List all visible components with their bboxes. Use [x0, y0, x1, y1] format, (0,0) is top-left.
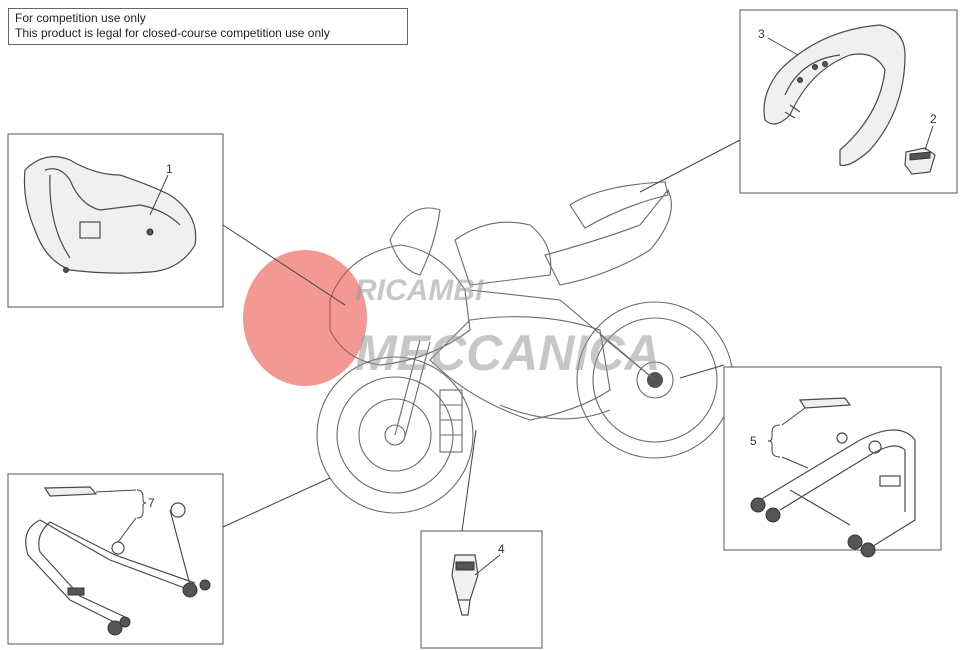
callout-1: 1: [166, 162, 173, 176]
callout-5: 5: [750, 434, 757, 448]
watermark-disc: [243, 250, 367, 386]
callout-3: 3: [758, 27, 765, 41]
notice-line-1: For competition use only: [15, 11, 146, 25]
part-2-3-panel: 3 2: [739, 9, 958, 194]
leader-part-5: [679, 364, 725, 379]
callout-2: 2: [930, 112, 937, 126]
part-5-panel: 5: [723, 366, 942, 558]
callout-4: 4: [498, 542, 505, 556]
watermark-line-2: MECCANICA: [355, 325, 661, 381]
part-7-panel: 7: [7, 473, 224, 645]
leader-part-1: [222, 224, 346, 306]
leader-part-4: [461, 429, 477, 532]
motorcycle-illustration: [316, 181, 734, 514]
competition-notice: For competition use only This product is…: [8, 8, 408, 45]
notice-line-2: This product is legal for closed-course …: [15, 26, 330, 40]
part-4-panel: 4: [420, 530, 543, 649]
leader-part-3: [639, 139, 741, 193]
watermark-logo: RICAMBI MECCANICA: [243, 250, 661, 386]
callout-7: 7: [148, 496, 155, 510]
watermark-line-1: RICAMBI: [355, 274, 484, 307]
part-1-panel: 1: [7, 133, 224, 308]
leader-part-7: [222, 477, 331, 528]
